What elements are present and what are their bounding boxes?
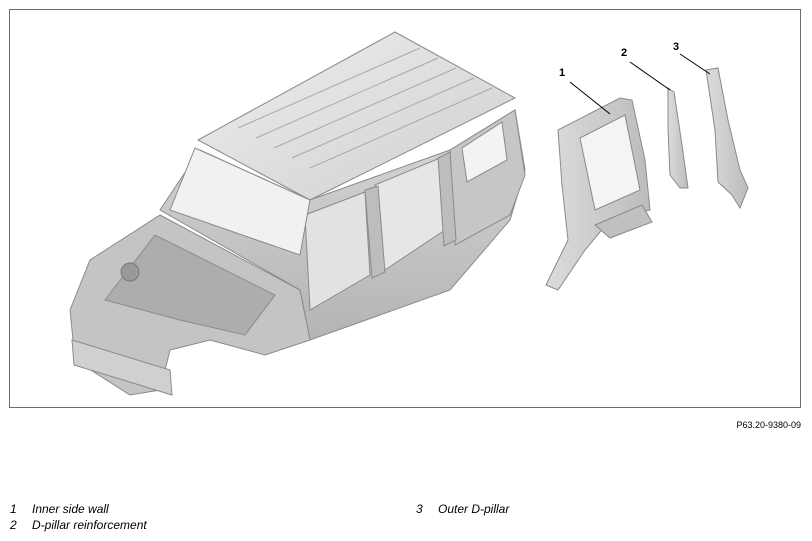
body-b-pillar [364,185,386,279]
part-d-pillar-reinforcement [667,87,689,189]
body-roof-panel [196,31,517,201]
leader-lines [569,53,711,115]
figure-id: P63.20-9380-09 [736,420,801,430]
legend-label: Outer D-pillar [438,502,510,516]
body-shell-illustration [69,31,749,396]
legend-number: 3 [416,502,423,516]
part-inner-side-wall [545,97,653,291]
legend-number: 2 [10,518,17,532]
body-strut-tower [120,262,140,282]
legend-label: D-pillar reinforcement [32,518,147,532]
legend-item-2: 2 D-pillar reinforcement [10,519,147,531]
legend-item-1: 1 Inner side wall [10,503,109,515]
callout-number-2: 2 [621,47,628,59]
roof-ribs [237,47,493,169]
body-front-door-opening [304,191,371,311]
body-front-bumper-carrier [71,339,173,396]
figure-frame: 1 2 3 [9,9,801,408]
body-rear-window-opening [461,121,508,183]
part-outer-d-pillar [705,67,749,210]
legend-item-3: 3 Outer D-pillar [416,503,509,515]
body-rear-wall [449,109,526,246]
legend-number: 1 [10,502,17,516]
leader-line-1 [569,81,611,115]
body-engine-bay [104,234,276,336]
leader-line-3 [679,53,711,75]
vehicle-body-shell [69,31,526,396]
callout-number-3: 3 [673,41,680,53]
body-c-pillar [437,151,457,247]
callout-number-1: 1 [559,67,566,79]
legend-label: Inner side wall [32,502,109,516]
leader-line-2 [629,61,671,91]
